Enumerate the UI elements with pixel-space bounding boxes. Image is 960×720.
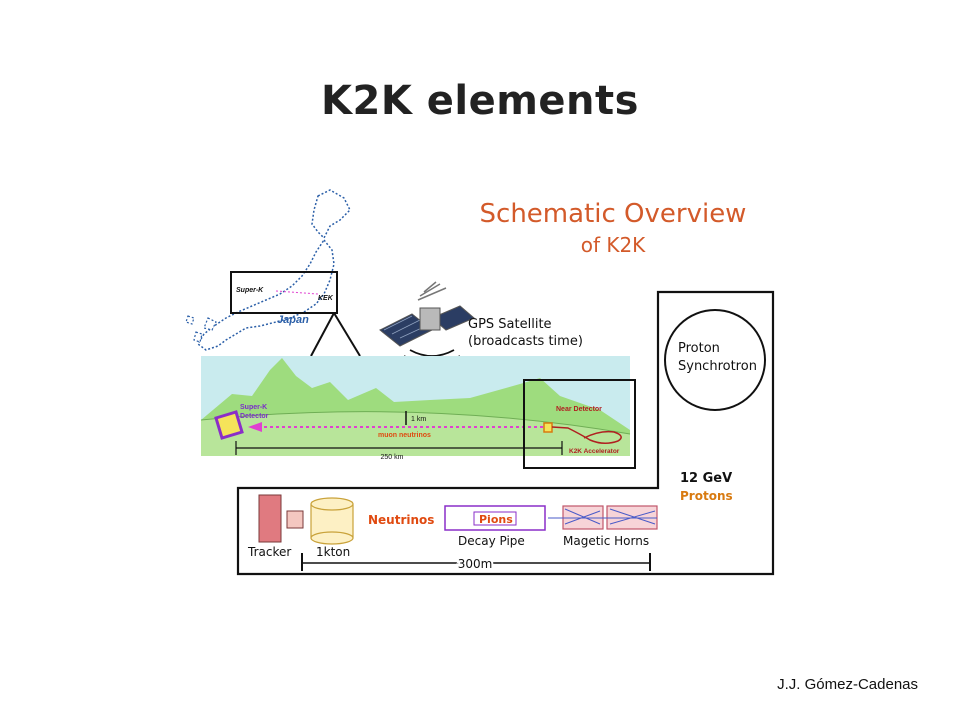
map-inset-box <box>230 271 338 314</box>
protons-label: Protons <box>680 489 733 503</box>
decay-pipe-icon <box>444 505 546 531</box>
beamline-frame <box>236 290 775 576</box>
beam-label: muon neutrinos <box>378 432 431 439</box>
overview-title-line2: of K2K <box>581 233 646 257</box>
inset-superk-label: Super-K <box>236 287 264 294</box>
neutrino-beam-arrowhead <box>248 422 262 432</box>
horns-label: Magetic Horns <box>563 534 649 548</box>
gps-label-line2: (broadcasts time) <box>468 334 583 349</box>
decay-pipe-inner <box>473 511 517 526</box>
overview-title-line1: Schematic Overview <box>480 199 747 229</box>
water-tank-icon <box>310 497 354 545</box>
synchrotron-label-line1: Proton <box>678 341 720 356</box>
energy-label: 12 GeV <box>680 471 732 486</box>
superk-detector-icon <box>214 410 244 440</box>
slide-title: K2K elements <box>321 78 639 124</box>
inset-kek-label: KEK <box>318 295 334 302</box>
terrain-profile <box>200 356 631 456</box>
length-label: 300m <box>458 557 493 571</box>
proton-synchrotron-ring <box>664 309 766 411</box>
callout-leg-right <box>333 312 361 357</box>
pions-label: Pions <box>479 513 513 526</box>
synchrotron-label-line2: Synchrotron <box>678 359 757 374</box>
accelerator-label: K2K Accelerator <box>569 448 620 455</box>
near-detector-box <box>523 379 636 469</box>
tracker-label: Tracker <box>247 545 291 559</box>
tank-label: 1kton <box>316 545 350 559</box>
near-detector-label: Near Detector <box>556 406 602 413</box>
inset-beam-line <box>275 290 319 295</box>
superk-label-line1: Super-K <box>240 404 267 411</box>
distance-label: 250 km <box>381 454 404 461</box>
japan-map <box>185 189 351 351</box>
gps-label-line1: GPS Satellite <box>468 317 552 332</box>
depth-label: 1 km <box>411 416 426 423</box>
superk-label-line2: Detector <box>240 413 269 420</box>
magnetic-horns-icon <box>548 505 658 530</box>
neutrinos-label: Neutrinos <box>368 513 434 527</box>
callout-leg-left <box>310 312 335 357</box>
tracker-icon <box>258 494 282 543</box>
author-credit: J.J. Gómez-Cadenas <box>777 676 918 693</box>
gps-satellite-icon <box>379 281 475 373</box>
japan-label: Japan <box>277 314 309 326</box>
tracker-small-block <box>286 510 304 529</box>
decay-pipe-label: Decay Pipe <box>458 534 525 548</box>
near-detector-icon <box>543 422 553 433</box>
accelerator-ring <box>551 426 622 444</box>
